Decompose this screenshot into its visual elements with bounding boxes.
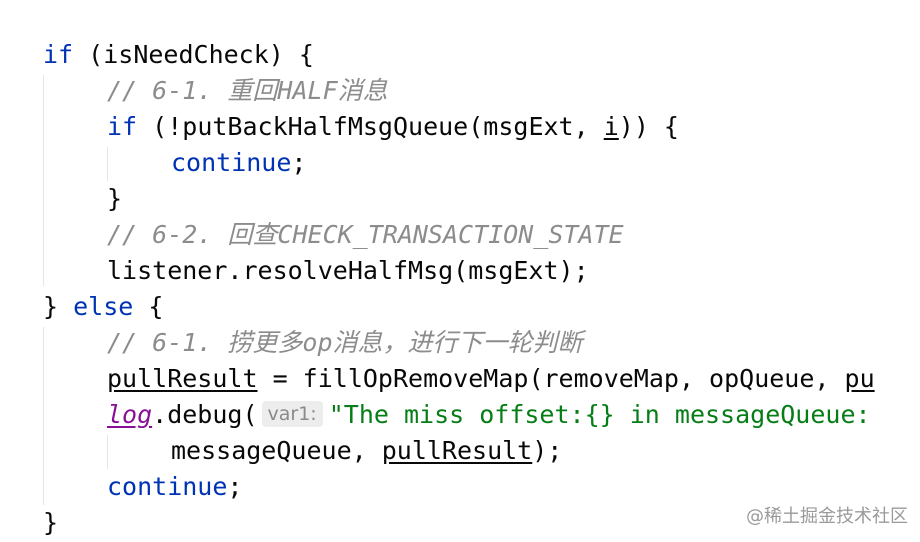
keyword-if: if	[43, 40, 74, 69]
code-line-14[interactable]: }	[43, 505, 58, 541]
keyword-continue: continue	[171, 148, 292, 177]
code-line-12[interactable]: messageQueue, pullResult);	[171, 433, 562, 469]
code-line-7[interactable]: listener.resolveHalfMsg(msgExt);	[107, 253, 589, 289]
keyword-if: if	[107, 112, 138, 141]
comment-6-1-op: // 6-1. 捞更多op消息，进行下一轮判断	[107, 328, 583, 357]
closing-brace: }	[107, 184, 123, 213]
variable-i: i	[603, 112, 619, 141]
debug-call: .debug(	[152, 400, 258, 429]
code-line-6[interactable]: // 6-2. 回查CHECK_TRANSACTION_STATE	[107, 217, 624, 253]
code-line-13[interactable]: continue;	[107, 469, 242, 505]
code-line-1[interactable]: if (isNeedCheck) {	[43, 37, 314, 73]
code-line-3[interactable]: if (!putBackHalfMsgQueue(msgExt, i)) {	[107, 109, 679, 145]
if-condition: (isNeedCheck) {	[73, 40, 314, 69]
watermark: @稀土掘金技术社区	[746, 506, 908, 527]
call-end: );	[532, 436, 563, 465]
code-line-8[interactable]: } else {	[43, 289, 163, 325]
argument-message-queue: messageQueue,	[171, 436, 382, 465]
opening-brace: {	[133, 292, 164, 321]
code-line-5[interactable]: }	[107, 181, 122, 217]
closing-brace: }	[43, 508, 59, 537]
indent-guide-debug-args	[107, 435, 108, 469]
indent-guide-inner-if	[107, 147, 108, 181]
resolve-half-msg-call: listener.resolveHalfMsg(msgExt);	[107, 256, 589, 285]
code-line-2[interactable]: // 6-1. 重回HALF消息	[107, 73, 388, 109]
parameter-hint-var1: var1:	[261, 401, 323, 427]
code-line-11[interactable]: log.debug(var1:"The miss offset:{} in me…	[107, 397, 871, 433]
fill-op-remove-map-call: = fillOpRemoveMap(removeMap, opQueue,	[257, 364, 845, 393]
indent-guide-else-block	[43, 327, 44, 505]
variable-pull-result: pullResult	[381, 436, 533, 465]
put-back-call-end: )) {	[618, 112, 679, 141]
comment-6-1-half: // 6-1. 重回HALF消息	[107, 76, 388, 105]
semicolon: ;	[291, 148, 307, 177]
code-line-10[interactable]: pullResult = fillOpRemoveMap(removeMap, …	[107, 361, 875, 397]
keyword-else: else	[73, 292, 134, 321]
field-log: log	[107, 400, 153, 429]
variable-pull-result-truncated: pu	[844, 364, 875, 393]
keyword-continue: continue	[107, 472, 228, 501]
code-line-9[interactable]: // 6-1. 捞更多op消息，进行下一轮判断	[107, 325, 583, 361]
variable-pull-result: pullResult	[107, 364, 258, 393]
put-back-call: (!putBackHalfMsgQueue(msgExt,	[137, 112, 604, 141]
comment-6-2-check: // 6-2. 回查CHECK_TRANSACTION_STATE	[107, 220, 624, 249]
semicolon: ;	[227, 472, 243, 501]
closing-brace: }	[43, 292, 74, 321]
indent-guide-if-block	[43, 75, 44, 286]
debug-message-string: "The miss offset:{} in messageQueue:	[328, 400, 871, 429]
code-line-4[interactable]: continue;	[171, 145, 306, 181]
